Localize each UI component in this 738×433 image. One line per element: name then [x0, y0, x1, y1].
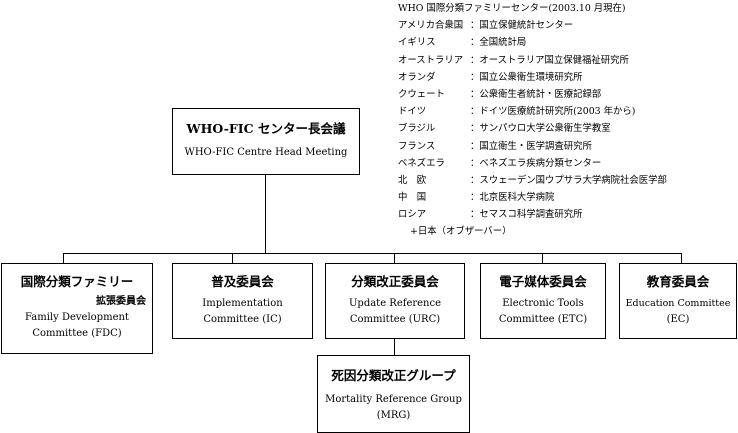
center-row: ドイツ ：ドイツ医療統計研究所(2003 年から): [398, 103, 635, 120]
etc-line2: Committee (ETC): [498, 314, 588, 325]
center-country: フランス: [398, 140, 436, 152]
center-row: ブラジル ：サンパウロ大学公衆衛生学教室: [398, 120, 626, 137]
center-country: クウェート: [398, 88, 445, 100]
observer-note: +日本（オブザーバー）: [410, 226, 512, 238]
center-row: アメリカ合衆国 ：国立保健統計センター: [398, 17, 626, 34]
ic-line1: Implementation: [202, 298, 283, 309]
ic-title: 普及委員会: [211, 274, 274, 289]
etc-title: 電子媒体委員会: [499, 274, 587, 289]
urc-box: 分類改正委員会 Update Reference Committee (URC): [325, 263, 465, 339]
ec-title: 教育委員会: [646, 274, 710, 289]
center-row: ロシア ：セマスコ科学調査研究所: [398, 206, 626, 223]
center-institution: ：北京医科大学病院: [470, 192, 555, 204]
center-institution: ：国立保健統計センター: [470, 20, 574, 32]
fdc-line2: Committee (FDC): [32, 328, 122, 339]
center-institution: ：ドイツ医療統計研究所(2003 年から): [470, 106, 636, 118]
urc-line2: Committee (URC): [349, 314, 441, 325]
center-institution: ：セマスコ科学調査研究所: [470, 209, 583, 221]
center-country: アメリカ合衆国: [398, 20, 464, 32]
center-country: ロシア: [398, 209, 427, 221]
ic-connector: [232, 253, 233, 263]
center-row: オランダ ：国立公衆衛生環境研究所: [398, 69, 626, 86]
mrg-box: 死因分類改正グループ Mortality Reference Group (MR…: [317, 355, 470, 433]
head-meeting-title: WHO-FIC センター長会議: [186, 121, 346, 136]
ec-line2: (EC): [666, 314, 690, 325]
head-meeting-subtitle: WHO-FIC Centre Head Meeting: [184, 147, 348, 158]
center-country: イギリス: [398, 37, 436, 49]
mrg-connector: [394, 339, 395, 355]
center-institution: ：スウェーデン国ウプサラ大学病院社会医学部: [470, 174, 667, 186]
center-row: ベネズエラ ：ベネズエラ疾病分類センター: [398, 155, 626, 172]
centers-list: WHO 国際分類ファミリーセンター(2003.10 月現在) アメリカ合衆国 ：国…: [398, 0, 667, 241]
center-institution: ：国立衛生・医学調査研究所: [470, 140, 592, 152]
mrg-line2: (MRG): [376, 410, 411, 421]
fdc-title: 国際分類ファミリー: [20, 274, 134, 289]
center-institution: ：全国統計局: [470, 37, 527, 49]
center-country: ブラジル: [398, 123, 436, 135]
center-country: ドイツ: [398, 106, 427, 118]
center-institution: ：ベネズエラ疾病分類センター: [470, 157, 602, 169]
center-country: オーストラリア: [398, 54, 464, 66]
head-connector: [265, 175, 266, 253]
urc-title: 分類改正委員会: [351, 274, 439, 289]
center-country: ベネズエラ: [398, 157, 445, 169]
mrg-title: 死因分類改正グループ: [331, 368, 456, 383]
urc-line1: Update Reference: [348, 298, 442, 309]
mrg-line1: Mortality Reference Group: [325, 394, 462, 405]
center-row: オーストラリア ：オーストラリア国立保健福祉研究所: [398, 52, 629, 69]
center-country: 中 国: [398, 192, 427, 204]
center-country: 北 欧: [398, 174, 427, 186]
center-row: 中 国 ：北京医科大学病院: [398, 189, 626, 206]
center-row: イギリス ：全国統計局: [398, 34, 626, 51]
head-meeting-box: WHO-FIC センター長会議 WHO-FIC Centre Head Meet…: [172, 108, 360, 175]
center-institution: ：サンパウロ大学公衆衛生学教室: [470, 123, 611, 135]
horizontal-connector: [63, 253, 682, 254]
center-row: フランス ：国立衛生・医学調査研究所: [398, 138, 626, 155]
centers-heading: WHO 国際分類ファミリーセンター(2003.10 月現在): [398, 3, 626, 14]
etc-line1: Electronic Tools: [502, 298, 584, 309]
urc-connector: [394, 253, 395, 263]
ic-box: 普及委員会 Implementation Committee (IC): [172, 263, 313, 339]
fdc-box: 国際分類ファミリー 拡張委員会 Family Development Commi…: [1, 263, 153, 354]
ec-box: 教育委員会 Education Committee (EC): [619, 263, 737, 339]
center-institution: ：公衆衛生者統計・医療記録部: [470, 88, 602, 100]
etc-box: 電子媒体委員会 Electronic Tools Committee (ETC): [480, 263, 606, 339]
center-country: オランダ: [398, 71, 436, 83]
fdc-line1: Family Development: [25, 312, 129, 323]
ec-connector: [681, 253, 682, 263]
fdc-connector: [63, 253, 64, 263]
etc-connector: [542, 253, 543, 263]
center-institution: ：オーストラリア国立保健福祉研究所: [470, 54, 629, 66]
ic-line2: Committee (IC): [203, 314, 282, 325]
center-institution: ：国立公衆衛生環境研究所: [470, 71, 583, 83]
center-row: クウェート ：公衆衛生者統計・医療記録部: [398, 86, 626, 103]
center-row: 北 欧 ：スウェーデン国ウプサラ大学病院社会医学部: [398, 172, 667, 189]
fdc-subtitle-jp: 拡張委員会: [96, 296, 146, 307]
ec-line1: Education Committee: [625, 298, 731, 309]
